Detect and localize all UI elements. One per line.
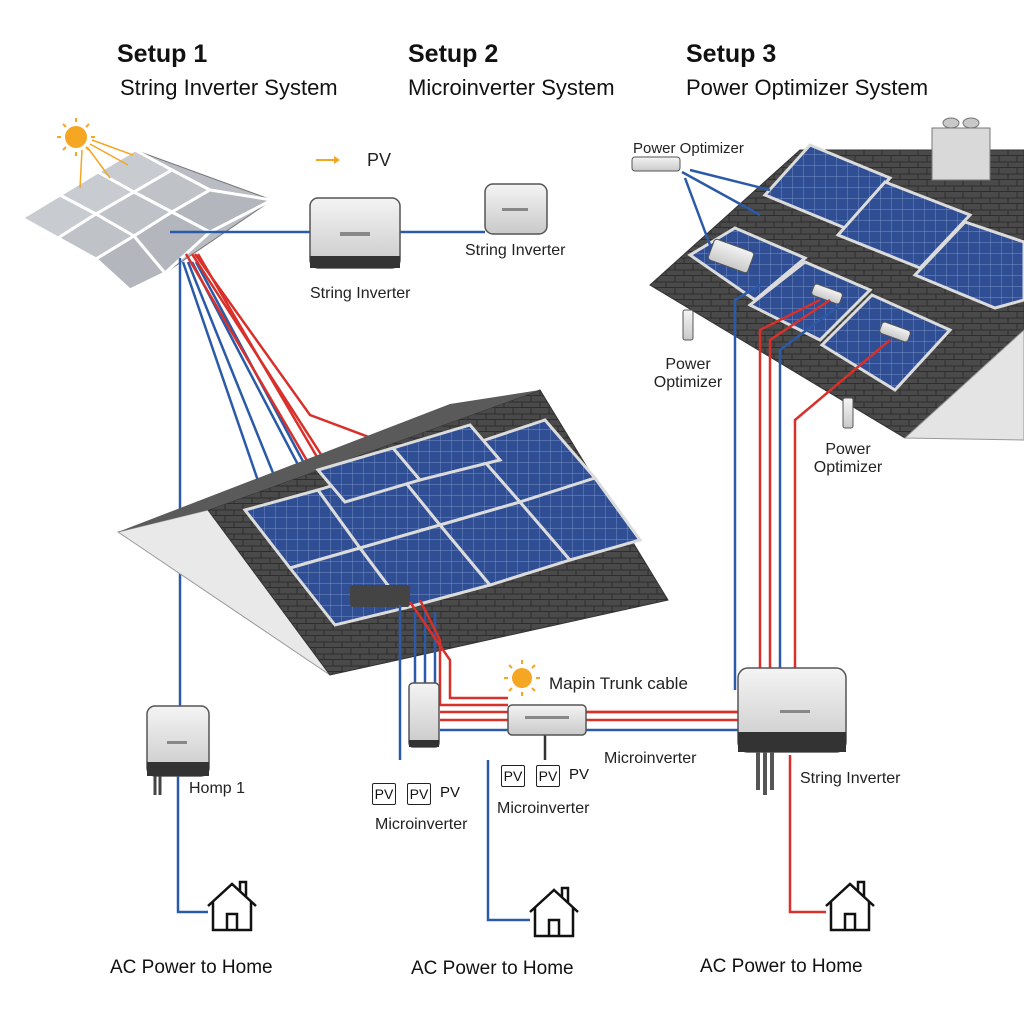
pv-arrow-label: → PV xyxy=(367,150,392,170)
microinverter-label-a: Microinverter xyxy=(604,750,697,767)
string-inverter-label-2: String Inverter xyxy=(465,242,566,259)
sun-icon xyxy=(57,118,134,189)
string-inverter-3-device xyxy=(737,667,847,795)
setup1-panel-array xyxy=(19,148,277,292)
string-inverter-2-device xyxy=(484,183,548,235)
setup2-heading: Setup 2 xyxy=(408,40,499,68)
pv-text: PV xyxy=(569,766,590,783)
arrow-icon xyxy=(316,156,340,164)
setup1-heading: Setup 1 xyxy=(117,40,208,68)
string-inverter-1-device xyxy=(309,197,401,269)
microinverter-device-vertical xyxy=(408,682,440,748)
trunk-cable-label: Mapin Trunk cable xyxy=(549,674,688,693)
string-inverter-label-3: String Inverter xyxy=(800,770,901,787)
homp-inverter-device xyxy=(146,705,210,795)
pv-box: PV xyxy=(372,783,396,805)
house-icon-1 xyxy=(207,880,257,932)
pv-text: PV xyxy=(440,784,461,801)
setup2-subtitle: Microinverter System xyxy=(408,75,615,100)
power-optimizer-label-top: Power Optimizer xyxy=(633,140,744,157)
setup2-junction-box xyxy=(350,585,410,607)
optimizer-boxes xyxy=(631,156,911,429)
microinverter-label-b: Microinverter xyxy=(497,800,590,817)
ac-output-label-1: AC Power to Home xyxy=(110,957,273,978)
homp-label: Homp 1 xyxy=(189,780,246,797)
setup3-wiring xyxy=(681,168,891,914)
power-optimizer-label-mid: Power Optimizer xyxy=(653,356,723,391)
setup1-subtitle: String Inverter System xyxy=(120,75,338,100)
string-inverter-label-1: String Inverter xyxy=(310,285,411,302)
power-optimizer-label-low: Power Optimizer xyxy=(813,441,883,476)
setup2-wiring xyxy=(398,599,740,922)
pv-box: PV xyxy=(407,783,431,805)
microinverter-device-horizontal xyxy=(507,704,587,736)
chimney-icon xyxy=(931,117,991,181)
setup3-subtitle: Power Optimizer System xyxy=(686,75,929,100)
ac-output-label-2: AC Power to Home xyxy=(411,958,574,979)
pv-box: PV xyxy=(501,765,525,787)
house-icon-3 xyxy=(825,880,875,932)
setup3-heading: Setup 3 xyxy=(686,40,777,68)
microinverter-label-c: Microinverter xyxy=(375,816,468,833)
pv-box: PV xyxy=(536,765,560,787)
house-icon-2 xyxy=(529,886,579,938)
ac-output-label-3: AC Power to Home xyxy=(700,956,863,977)
trunk-sun-icon xyxy=(504,660,540,696)
